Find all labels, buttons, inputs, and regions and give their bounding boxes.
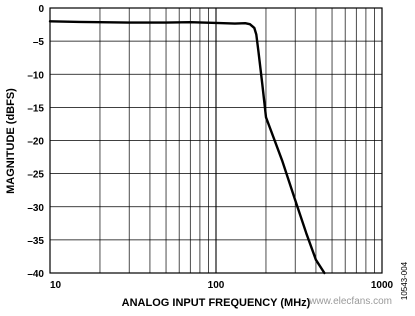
x-tick-label: 10	[50, 280, 62, 291]
x-tick-label: 1000	[371, 280, 394, 291]
series-line	[48, 20, 326, 275]
plot-frame	[49, 7, 383, 274]
y-tick-label: –15	[27, 103, 44, 114]
y-tick-label: –30	[27, 203, 44, 214]
y-axis-label: MAGNITUDE (dBFS)	[5, 88, 17, 194]
series-layer	[48, 20, 326, 275]
x-tick-label: 100	[208, 280, 225, 291]
y-tick-label: –20	[27, 137, 44, 148]
y-gridlines	[50, 40, 382, 241]
figure-code: 10543-004	[400, 261, 409, 300]
x-tick-labels: 10 100 1000	[50, 280, 394, 291]
y-tick-label: –25	[27, 170, 44, 181]
y-tick-labels: 0 –5 –10 –15 –20 –25 –30 –35 –40	[27, 4, 44, 280]
watermark: www.elecfans.com	[308, 296, 392, 307]
y-tick-label: –10	[27, 70, 44, 81]
y-tick-label: –5	[33, 37, 45, 48]
x-axis-label: ANALOG INPUT FREQUENCY (MHz)	[122, 297, 311, 309]
y-tick-label: 0	[38, 4, 44, 15]
y-tick-label: –40	[27, 269, 44, 280]
y-tick-label: –35	[27, 236, 44, 247]
